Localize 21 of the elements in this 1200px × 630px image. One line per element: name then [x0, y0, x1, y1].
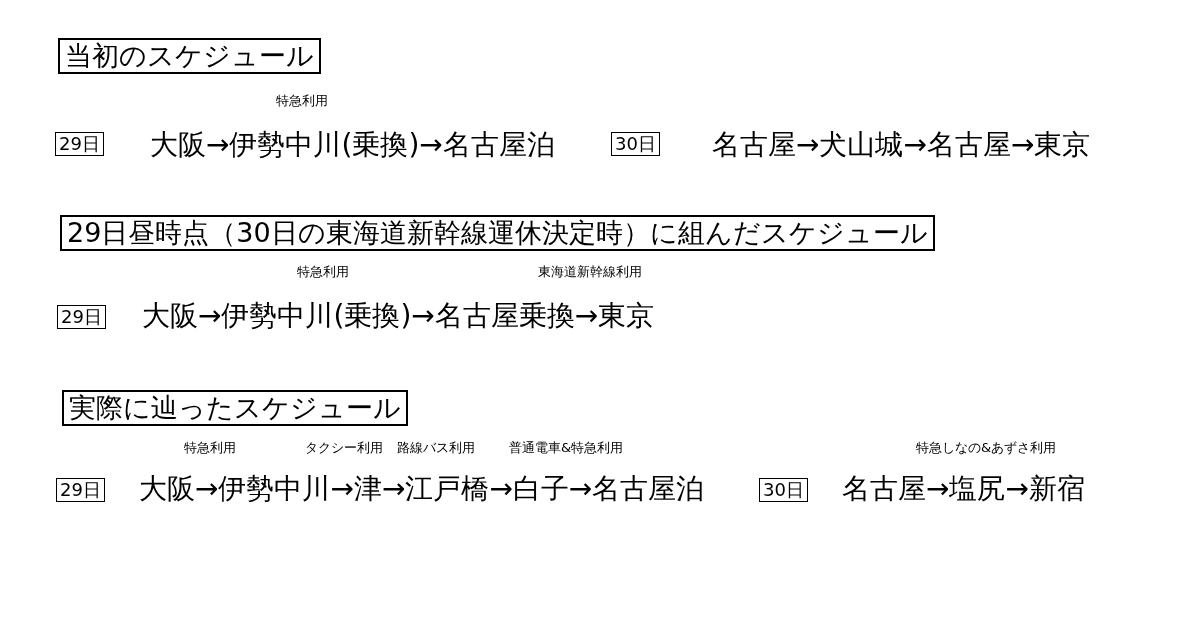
day-tag: 29日: [57, 305, 106, 329]
section-heading: 実際に辿ったスケジュール: [62, 390, 408, 426]
transport-note: タクシー利用: [305, 440, 383, 456]
day-tag: 30日: [759, 478, 808, 502]
transport-note: 特急利用: [297, 264, 349, 280]
transport-note: 路線バス利用: [397, 440, 475, 456]
section-heading: 29日昼時点（30日の東海道新幹線運休決定時）に組んだスケジュール: [60, 215, 935, 251]
transport-note: 東海道新幹線利用: [538, 264, 642, 280]
day-tag: 29日: [56, 478, 105, 502]
route-text: 大阪→伊勢中川(乗換)→名古屋乗換→東京: [142, 300, 655, 332]
section-heading: 当初のスケジュール: [58, 38, 321, 74]
transport-note: 普通電車&特急利用: [508, 440, 624, 456]
route-text: 名古屋→塩尻→新宿: [842, 473, 1085, 505]
route-text: 大阪→伊勢中川→津→江戸橋→白子→名古屋泊: [139, 473, 705, 505]
day-tag: 29日: [55, 132, 104, 156]
transport-note: 特急しなの&あずさ利用: [915, 440, 1057, 456]
transport-note: 特急利用: [184, 440, 236, 456]
transport-note: 特急利用: [276, 93, 328, 109]
day-tag: 30日: [611, 132, 660, 156]
route-text: 大阪→伊勢中川(乗換)→名古屋泊: [150, 129, 555, 161]
route-text: 名古屋→犬山城→名古屋→東京: [712, 129, 1091, 161]
